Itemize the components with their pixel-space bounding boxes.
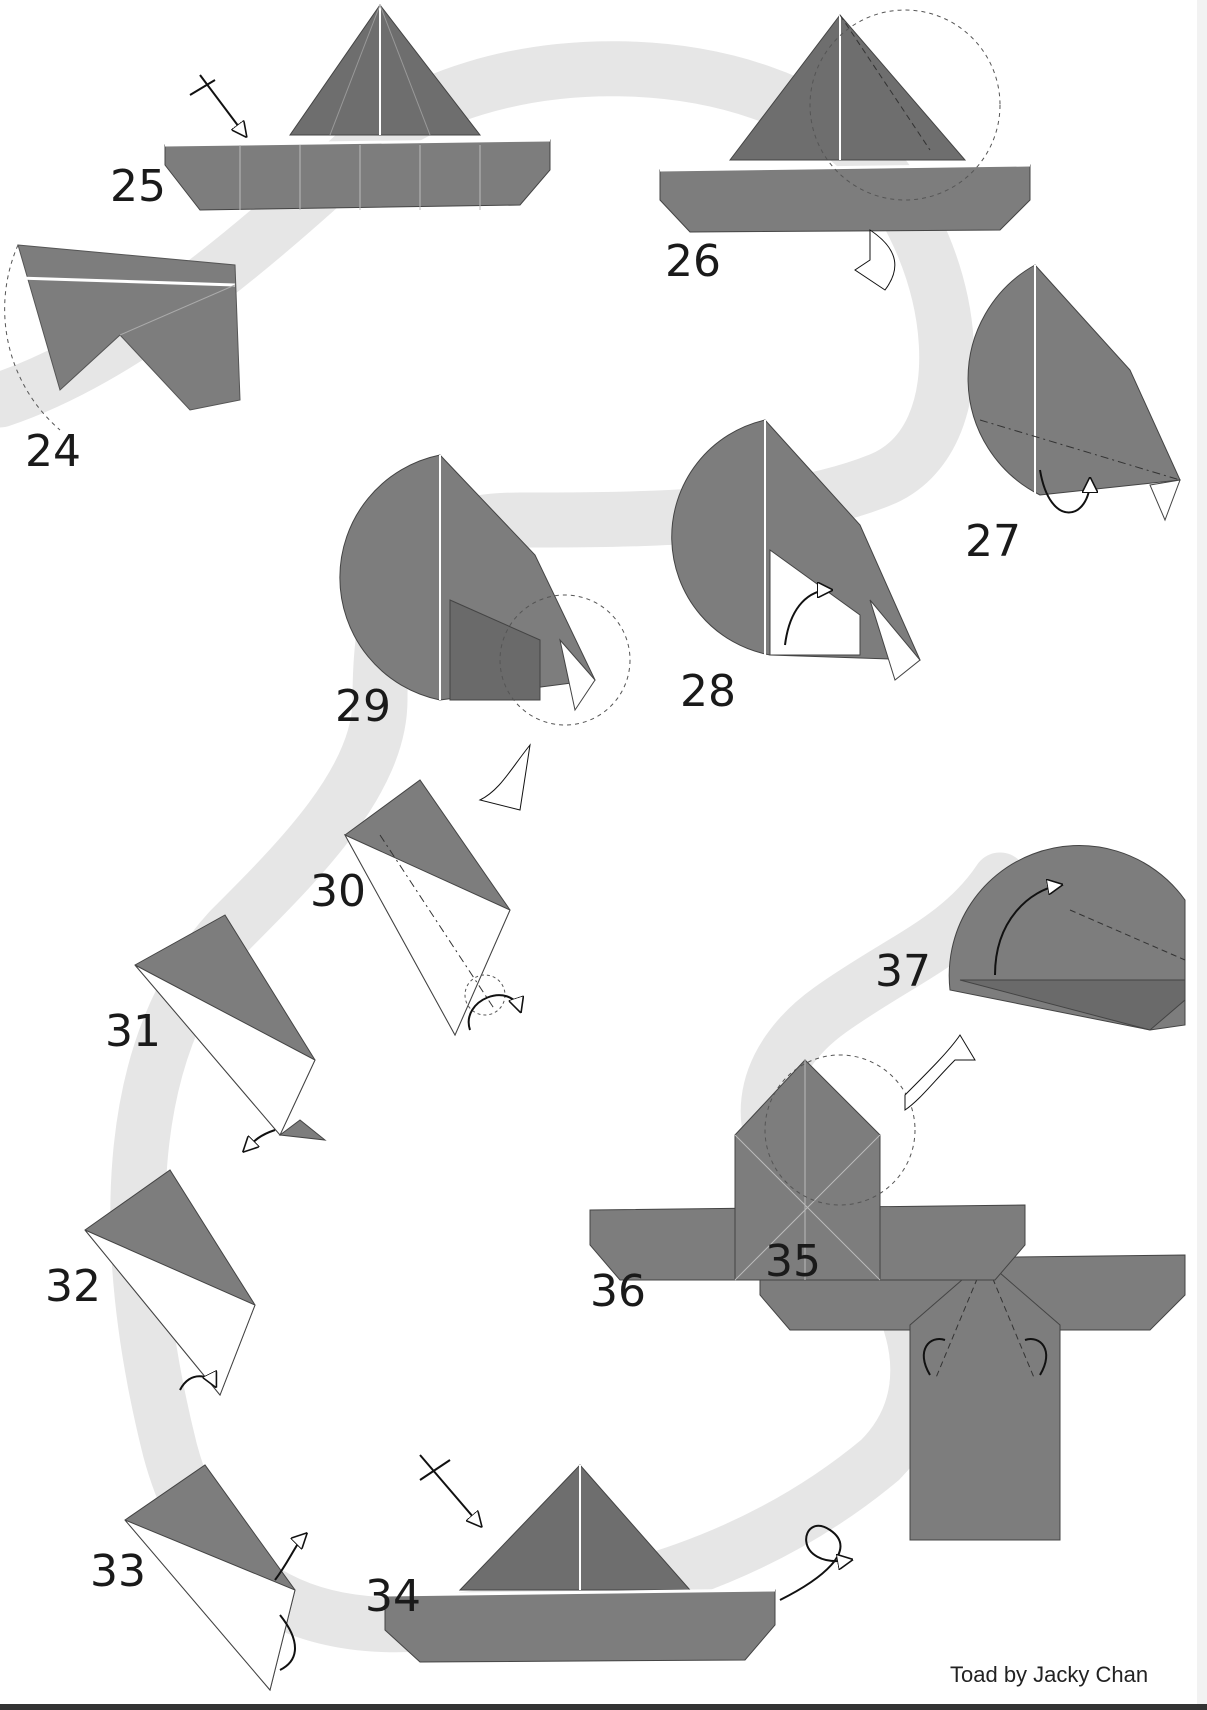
step-number-35: 35 xyxy=(765,1240,821,1284)
step-number-31: 31 xyxy=(105,1010,161,1054)
step-number-29: 29 xyxy=(335,685,391,729)
step-27-figure xyxy=(968,265,1180,520)
step-30-figure xyxy=(345,780,520,1035)
step-number-36: 36 xyxy=(590,1270,646,1314)
step-number-32: 32 xyxy=(45,1265,101,1309)
step-number-26: 26 xyxy=(665,240,721,284)
step-number-28: 28 xyxy=(680,670,736,714)
step-number-27: 27 xyxy=(965,520,1021,564)
step-number-30: 30 xyxy=(310,870,366,914)
step-number-24: 24 xyxy=(25,430,81,474)
step-number-33: 33 xyxy=(90,1550,146,1594)
step-number-25: 25 xyxy=(110,165,166,209)
step-33-figure xyxy=(125,1465,305,1690)
step-number-34: 34 xyxy=(365,1575,421,1619)
step-number-37: 37 xyxy=(875,950,931,994)
page-right-edge xyxy=(1197,0,1207,1710)
page-bottom-edge xyxy=(0,1704,1207,1710)
credit-text: Toad by Jacky Chan xyxy=(950,1662,1148,1688)
